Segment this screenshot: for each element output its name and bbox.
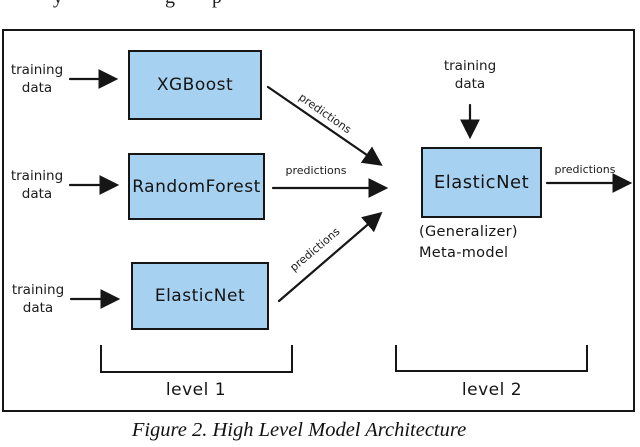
clipped-glyph: g <box>165 0 175 9</box>
model-name: ElasticNet <box>154 286 246 306</box>
clipped-text-above-figure: y g p <box>0 0 640 9</box>
training-data-line: data <box>22 300 54 316</box>
model-name: ElasticNet <box>433 172 530 193</box>
level1-label: level 1 <box>165 380 227 400</box>
figure-caption: Figure 2. High Level Model Architecture <box>131 419 467 441</box>
training-data-line: data <box>21 80 53 96</box>
meta-model-sublabel: (Generalizer) Meta-model <box>419 222 559 264</box>
clipped-glyph: p <box>212 0 222 9</box>
training-data-label-1: training data <box>4 61 70 97</box>
training-data-line: training <box>443 58 497 74</box>
training-data-label-3: training data <box>5 281 71 317</box>
level1-bracket <box>100 345 293 373</box>
clipped-glyph: y <box>53 0 63 9</box>
training-data-line: data <box>454 76 486 92</box>
training-data-line: data <box>21 186 53 202</box>
predictions-label-randomforest: predictions <box>285 164 347 177</box>
model-box-xgboost: XGBoost <box>128 50 262 120</box>
level2-bracket <box>395 345 588 372</box>
model-box-meta-elasticnet: ElasticNet <box>421 147 542 218</box>
training-data-line: training <box>11 282 65 298</box>
model-box-randomforest: RandomForest <box>128 153 265 220</box>
training-data-label-2: training data <box>4 167 70 203</box>
training-data-line: training <box>10 62 64 78</box>
generalizer-label: (Generalizer) <box>419 224 518 240</box>
model-name: RandomForest <box>132 176 261 197</box>
training-data-label-meta: training data <box>437 57 503 93</box>
predictions-label-output: predictions <box>554 163 616 176</box>
level2-label: level 2 <box>461 380 523 400</box>
model-box-elasticnet: ElasticNet <box>131 262 269 330</box>
meta-model-label: Meta-model <box>419 245 509 261</box>
model-name: XGBoost <box>156 75 234 95</box>
training-data-line: training <box>10 168 64 184</box>
